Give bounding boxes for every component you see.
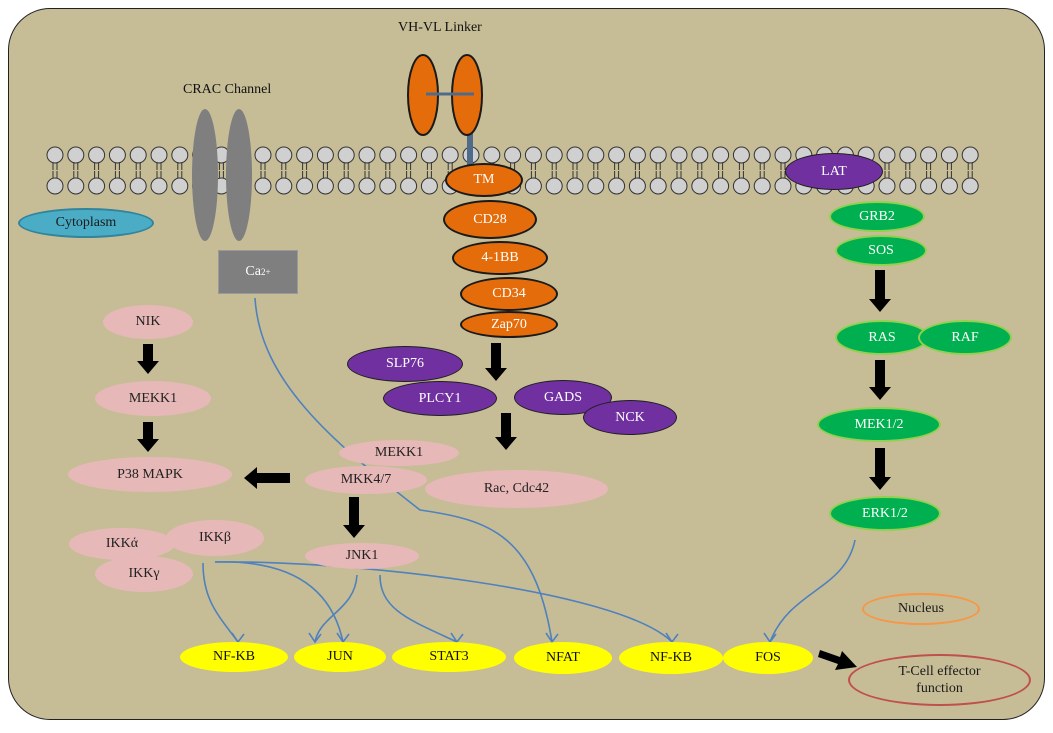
ras-protein: RAS	[835, 320, 929, 355]
lat-protein: LAT	[785, 153, 883, 190]
stat3-factor: STAT3	[392, 642, 506, 672]
arrow-zap70-down	[485, 343, 507, 381]
slp76-protein: SLP76	[347, 346, 463, 382]
grb2-protein: GRB2	[829, 201, 925, 232]
arrow-fos-to-effector	[818, 650, 857, 670]
tcell-effector-line2: function	[916, 681, 963, 696]
calcium-symbol: Ca	[245, 264, 261, 279]
cd34-domain: CD34	[460, 277, 558, 311]
nf-kb-left-factor: NF-KB	[180, 642, 288, 672]
gads-protein: GADS	[514, 380, 612, 415]
arrow-mekk1-to-p38	[137, 422, 159, 452]
jun-factor: JUN	[294, 642, 386, 672]
black-arrows	[137, 270, 891, 670]
mkk47-protein: MKK4/7	[305, 466, 427, 494]
ikk-gamma-protein: IKKγ	[95, 556, 193, 592]
arrow-mkk47-to-jnk1	[343, 497, 365, 538]
tcell-effector-function: T-Cell effector function	[848, 654, 1031, 706]
ikk-alpha-protein: IKKά	[69, 528, 175, 560]
jnk1-protein: JNK1	[305, 543, 419, 569]
crac-channel-label: CRAC Channel	[183, 82, 272, 97]
arrow-ras-to-mek	[869, 360, 891, 400]
crac-channel-icon	[192, 109, 252, 241]
erk12-protein: ERK1/2	[829, 496, 941, 531]
p38-mapk-protein: P38 MAPK	[68, 457, 232, 492]
arrow-sos-to-ras	[869, 270, 891, 312]
nfat-factor: NFAT	[514, 642, 612, 674]
tcell-effector-line1: T-Cell effector	[898, 664, 981, 679]
arrow-to-rac	[495, 413, 517, 450]
mekk1-center-protein: MEKK1	[339, 440, 459, 466]
vh-vl-linker-label: VH-VL Linker	[398, 20, 482, 35]
rac-cdc42-protein: Rac, Cdc42	[425, 470, 608, 508]
calcium-charge: 2+	[260, 267, 271, 277]
nucleus-label: Nucleus	[862, 593, 980, 625]
arrow-nik-to-mekk1	[137, 344, 159, 374]
mek12-protein: MEK1/2	[817, 407, 941, 442]
zap70-domain: Zap70	[460, 311, 558, 338]
arrow-mek-to-erk	[869, 448, 891, 490]
mekk1-left-protein: MEKK1	[95, 381, 211, 416]
sos-protein: SOS	[835, 235, 927, 266]
blue-arrowhead-4	[308, 632, 322, 644]
raf-protein: RAF	[918, 320, 1012, 355]
cd28-domain: CD28	[443, 200, 537, 239]
nck-protein: NCK	[583, 400, 677, 435]
nik-protein: NIK	[103, 305, 193, 339]
nf-kb-right-factor: NF-KB	[619, 642, 723, 674]
blue-arrowhead-2	[336, 632, 350, 644]
tm-domain: TM	[445, 163, 523, 197]
plcy1-protein: PLCY1	[383, 381, 497, 416]
blue-arrows	[202, 297, 856, 644]
ikk-beta-protein: IKKβ	[166, 520, 264, 556]
4-1bb-domain: 4-1BB	[452, 241, 548, 275]
fos-factor: FOS	[723, 642, 813, 674]
cytoplasm-label: Cytoplasm	[18, 208, 154, 238]
arrow-to-p38	[244, 467, 290, 489]
